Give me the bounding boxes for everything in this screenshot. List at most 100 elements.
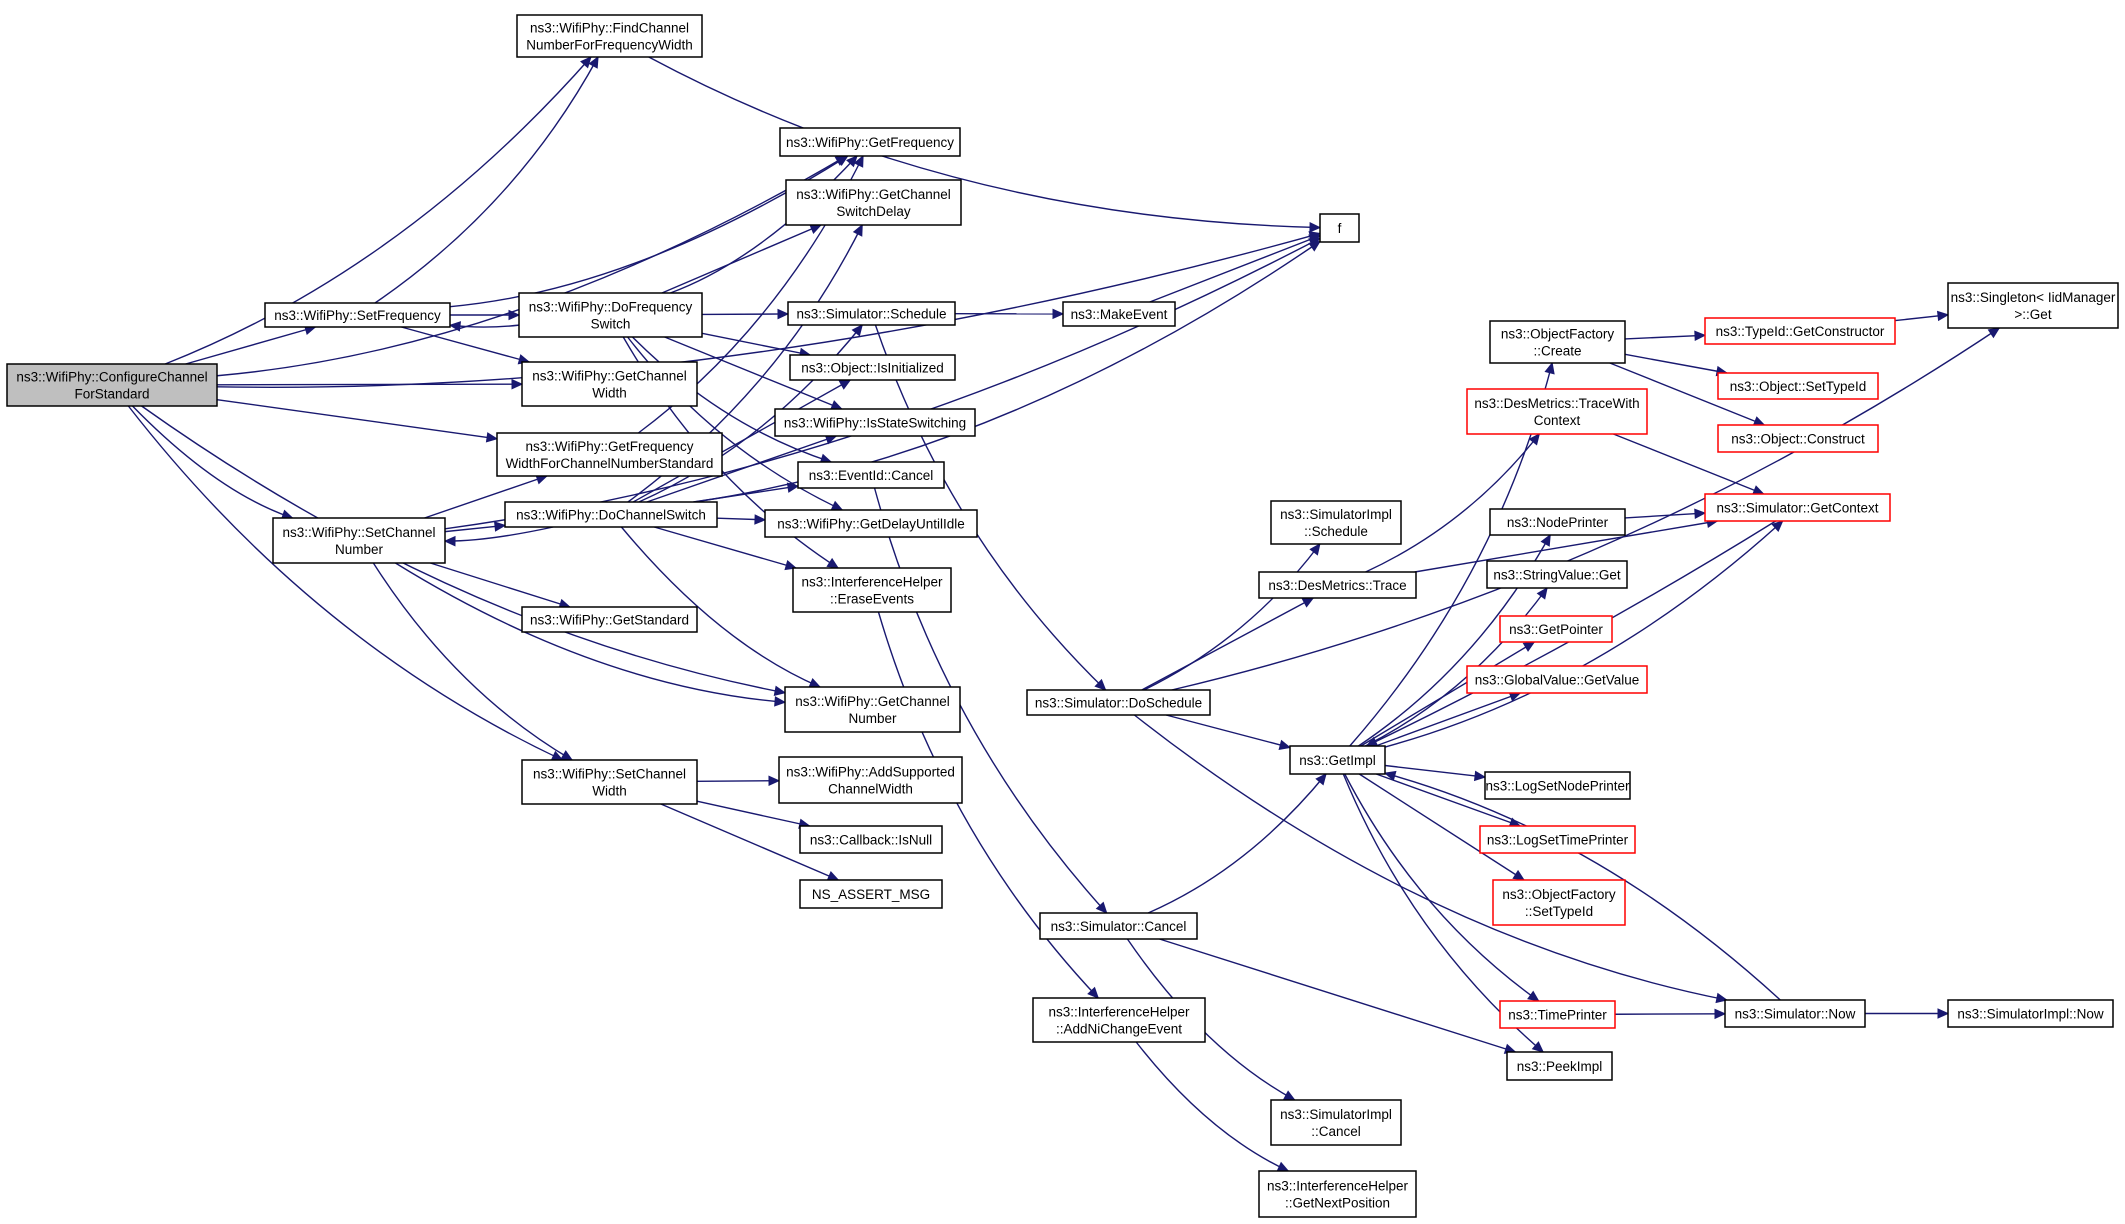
desmetrics-trace-node[interactable]: ns3::DesMetrics::Trace [1258, 571, 1417, 599]
node-box[interactable] [504, 501, 718, 528]
node-box[interactable] [6, 363, 218, 407]
node-box[interactable] [784, 686, 961, 733]
global-value-get-value-node[interactable]: ns3::GlobalValue::GetValue [1466, 665, 1648, 694]
node-box[interactable] [779, 127, 961, 157]
node-box[interactable] [1026, 689, 1211, 716]
node-box[interactable] [787, 301, 956, 326]
node-box[interactable] [518, 292, 703, 338]
object-factory-create-node[interactable]: ns3::ObjectFactory::Create [1489, 320, 1626, 364]
node-box[interactable] [1484, 771, 1631, 800]
time-printer-node[interactable]: ns3::TimePrinter [1499, 1000, 1616, 1029]
node-box[interactable] [264, 302, 451, 328]
node-box[interactable] [1062, 301, 1176, 327]
node-box[interactable] [1466, 388, 1648, 435]
node-box[interactable] [521, 606, 698, 633]
simulator-cancel-node[interactable]: ns3::Simulator::Cancel [1039, 912, 1198, 940]
node-box[interactable] [1466, 665, 1648, 694]
peek-impl-node[interactable]: ns3::PeekImpl [1506, 1051, 1613, 1081]
get-impl-node[interactable]: ns3::GetImpl [1289, 745, 1386, 775]
typeid-get-constructor-node[interactable]: ns3::TypeId::GetConstructor [1704, 317, 1896, 345]
node-box[interactable] [1258, 571, 1417, 599]
simulator-impl-now-node[interactable]: ns3::SimulatorImpl::Now [1947, 999, 2114, 1028]
get-standard-node[interactable]: ns3::WifiPhy::GetStandard [521, 606, 698, 633]
node-box[interactable] [778, 756, 963, 804]
log-set-node-printer-node[interactable]: ns3::LogSetNodePrinter [1484, 771, 1631, 800]
object-construct-node[interactable]: ns3::Object::Construct [1717, 424, 1879, 453]
add-ni-change-event-node[interactable]: ns3::InterferenceHelper::AddNiChangeEven… [1032, 997, 1206, 1043]
simulator-do-schedule-node[interactable]: ns3::Simulator::DoSchedule [1026, 689, 1211, 716]
node-box[interactable] [1032, 997, 1206, 1043]
node-box[interactable] [785, 179, 962, 226]
node-box[interactable] [521, 759, 698, 805]
node-box[interactable] [799, 879, 943, 909]
node-box[interactable] [1479, 825, 1636, 854]
node-box[interactable] [516, 14, 703, 58]
node-box[interactable] [1270, 500, 1402, 545]
node-box[interactable] [1486, 560, 1628, 589]
node-printer-node[interactable]: ns3::NodePrinter [1489, 508, 1626, 536]
node-box[interactable] [521, 361, 698, 407]
node-box[interactable] [1319, 213, 1360, 243]
simulator-impl-cancel-node[interactable]: ns3::SimulatorImpl::Cancel [1270, 1099, 1402, 1146]
node-box[interactable] [1717, 372, 1879, 400]
callback-is-null-node[interactable]: ns3::Callback::IsNull [799, 825, 943, 854]
object-is-initialized-node[interactable]: ns3::Object::IsInitialized [789, 354, 956, 381]
string-value-get-node[interactable]: ns3::StringValue::Get [1486, 560, 1628, 589]
get-next-position-node[interactable]: ns3::InterferenceHelper::GetNextPosition [1258, 1170, 1417, 1218]
node-box[interactable] [789, 354, 956, 381]
node-box[interactable] [1499, 1000, 1616, 1029]
simulator-get-context-node[interactable]: ns3::Simulator::GetContext [1704, 493, 1891, 522]
get-frequency-width-node[interactable]: ns3::WifiPhy::GetFrequencyWidthForChanne… [496, 432, 723, 477]
node-box[interactable] [1717, 424, 1879, 453]
singleton-iidmanager-get-node[interactable]: ns3::Singleton< IidManager>::Get [1947, 282, 2119, 329]
node-box[interactable] [1489, 320, 1626, 364]
node-box[interactable] [1724, 999, 1866, 1028]
node-box[interactable] [1499, 615, 1613, 643]
get-delay-until-idle-node[interactable]: ns3::WifiPhy::GetDelayUntilIdle [764, 509, 978, 538]
node-box[interactable] [496, 432, 723, 477]
find-channel-number-node[interactable]: ns3::WifiPhy::FindChannelNumberForFreque… [516, 14, 703, 58]
node-box[interactable] [1704, 493, 1891, 522]
node-box[interactable] [1947, 282, 2119, 329]
object-set-type-id-node[interactable]: ns3::Object::SetTypeId [1717, 372, 1879, 400]
log-set-time-printer-node[interactable]: ns3::LogSetTimePrinter [1479, 825, 1636, 854]
ns-assert-msg-node[interactable]: NS_ASSERT_MSG [799, 879, 943, 909]
node-box[interactable] [1506, 1051, 1613, 1081]
get-pointer-node[interactable]: ns3::GetPointer [1499, 615, 1613, 643]
is-state-switching-node[interactable]: ns3::WifiPhy::IsStateSwitching [774, 408, 976, 437]
node-box[interactable] [1489, 508, 1626, 536]
simulator-schedule-node[interactable]: ns3::Simulator::Schedule [787, 301, 956, 326]
set-frequency-node[interactable]: ns3::WifiPhy::SetFrequency [264, 302, 451, 328]
eventid-cancel-node[interactable]: ns3::EventId::Cancel [797, 461, 945, 489]
node-box[interactable] [797, 461, 945, 489]
make-event-node[interactable]: ns3::MakeEvent [1062, 301, 1176, 327]
node-box[interactable] [1289, 745, 1386, 775]
node-box[interactable] [1039, 912, 1198, 940]
node-box[interactable] [1258, 1170, 1417, 1218]
node-box[interactable] [1947, 999, 2114, 1028]
simulator-impl-schedule-node[interactable]: ns3::SimulatorImpl::Schedule [1270, 500, 1402, 545]
get-frequency-node[interactable]: ns3::WifiPhy::GetFrequency [779, 127, 961, 157]
node-box[interactable] [272, 517, 446, 564]
node-box[interactable] [792, 567, 952, 613]
node-box[interactable] [799, 825, 943, 854]
node-box[interactable] [774, 408, 976, 437]
node-box[interactable] [1492, 879, 1626, 926]
do-channel-switch-node[interactable]: ns3::WifiPhy::DoChannelSwitch [504, 501, 718, 528]
node-box[interactable] [1270, 1099, 1402, 1146]
simulator-now-node[interactable]: ns3::Simulator::Now [1724, 999, 1866, 1028]
node-box[interactable] [1704, 317, 1896, 345]
node-box[interactable] [764, 509, 978, 538]
object-factory-set-type-id-node[interactable]: ns3::ObjectFactory::SetTypeId [1492, 879, 1626, 926]
erase-events-node[interactable]: ns3::InterferenceHelper::EraseEvents [792, 567, 952, 613]
configure-channel-for-standard-node[interactable]: ns3::WifiPhy::ConfigureChannelForStandar… [6, 363, 218, 407]
f-node[interactable]: f [1319, 213, 1360, 243]
